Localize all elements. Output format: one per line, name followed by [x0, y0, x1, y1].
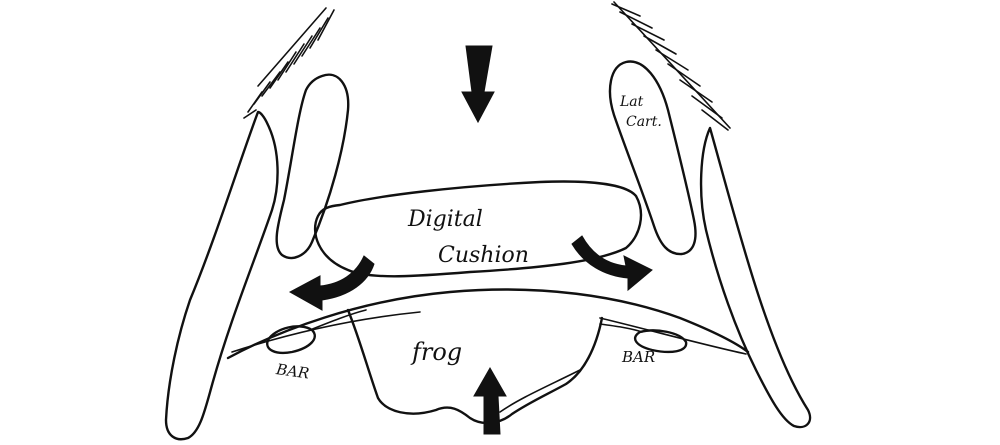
hatching-left — [244, 8, 334, 118]
lat-cart-label-line2: Cart. — [626, 114, 662, 130]
digital-cushion-label-line2: Cushion — [438, 243, 529, 268]
left-curved-arrow — [290, 256, 374, 310]
digital-cushion-label-line1: Digital — [407, 207, 483, 232]
left-hoof-wall — [166, 112, 278, 439]
bottom-up-arrow — [474, 368, 506, 434]
lat-cart-label-line1: Lat — [619, 94, 644, 110]
bar-label-right: BAR — [621, 348, 655, 366]
frog-label: frog — [410, 338, 462, 366]
left-lateral-cartilage — [277, 75, 349, 258]
frog — [348, 310, 602, 423]
top-down-arrow — [462, 46, 494, 122]
hatching-right — [612, 2, 730, 130]
right-lateral-cartilage — [610, 62, 696, 255]
bar-label-left: BAR — [274, 360, 310, 383]
right-bar-extension — [600, 324, 642, 332]
right-curved-arrow — [572, 236, 652, 290]
frog-inner-line — [500, 370, 580, 412]
right-hoof-wall — [701, 128, 810, 427]
